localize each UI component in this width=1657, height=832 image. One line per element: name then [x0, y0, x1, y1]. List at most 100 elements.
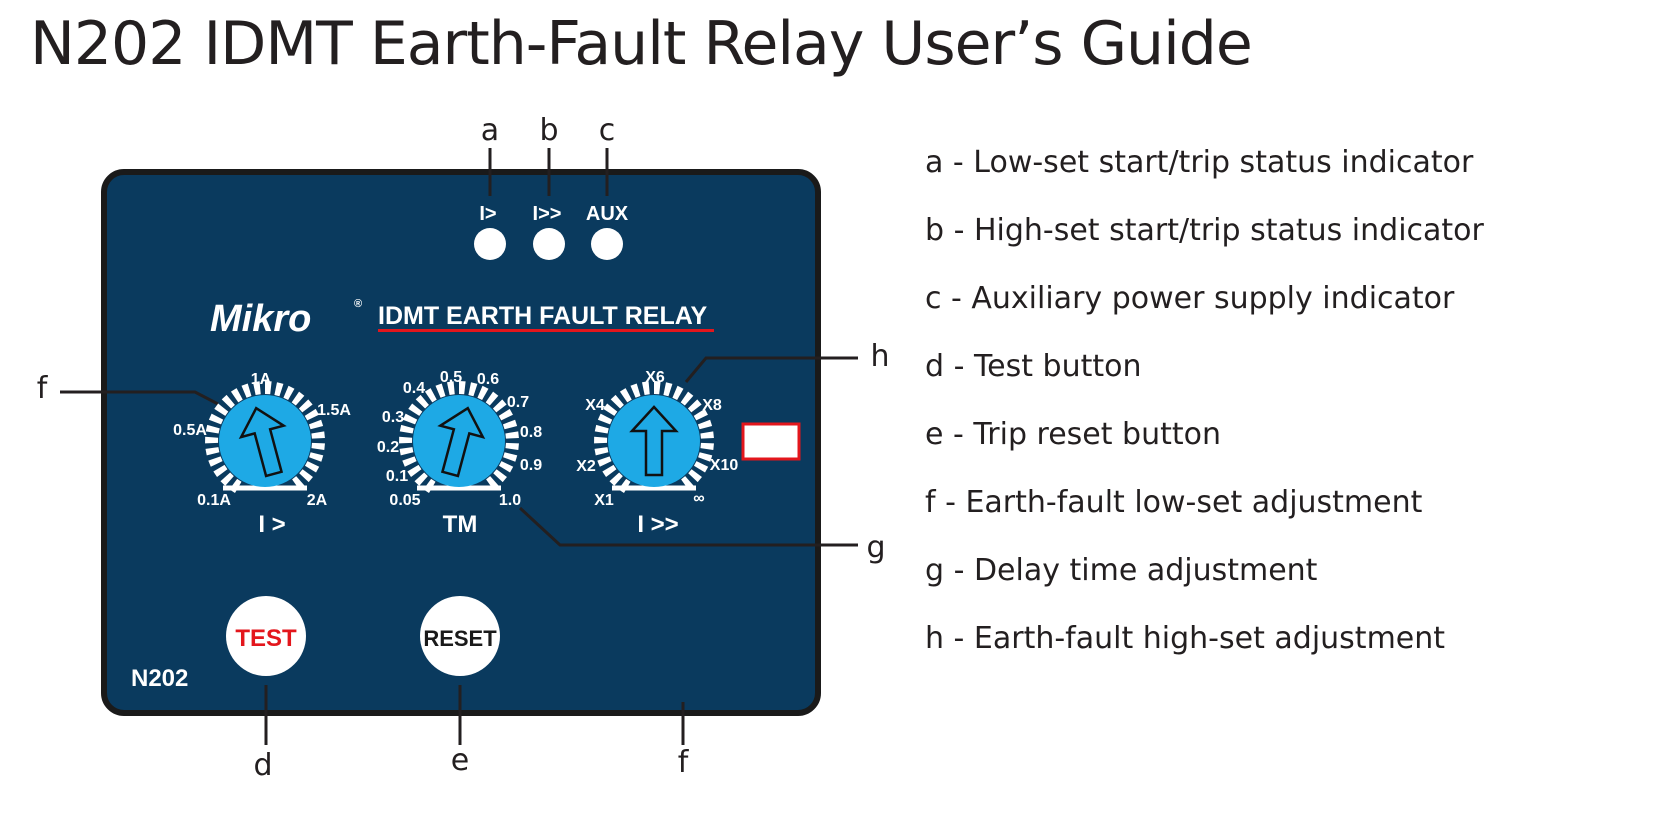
- dial-tick-mark: [208, 413, 224, 425]
- dial-tick-mark: [424, 388, 437, 403]
- dial-tick-mark: [505, 442, 519, 451]
- tm-tick: 0.2: [377, 439, 399, 456]
- dial-tick-mark: [492, 399, 507, 413]
- tm-tick: 0.5: [440, 369, 462, 386]
- dial-tick-mark: [603, 403, 618, 416]
- dial-tick-mark: [241, 383, 252, 398]
- dial-tick-mark: [446, 381, 455, 395]
- dial-tick-mark: [459, 381, 466, 395]
- dial-tick-mark: [213, 464, 228, 478]
- dial-pointer-arrow: [238, 406, 287, 478]
- high-set-tick: X8: [702, 397, 722, 414]
- dial-tick-mark: [308, 419, 324, 430]
- dial-tick-mark: [298, 399, 313, 413]
- dial-tick-mark: [408, 403, 423, 416]
- dial-tick-mark: [311, 442, 325, 451]
- relay-diagram: a b c f h g d e f I> I>> AUX Mikro ® IDM…: [37, 113, 890, 783]
- high-set-tick: ∞: [693, 490, 704, 507]
- high-set-indicator-led: [533, 228, 565, 260]
- legend-item-c: c - Auxiliary power supply indicator: [925, 281, 1455, 316]
- dial-tick-mark: [304, 408, 319, 421]
- dial-tick-mark: [402, 413, 418, 425]
- reset-button[interactable]: RESET: [420, 596, 500, 676]
- test-button-label: TEST: [235, 625, 297, 652]
- tm-tick: 0.8: [520, 424, 542, 441]
- dial-tick-mark: [485, 391, 499, 406]
- dial-pointer-arrow: [437, 406, 486, 478]
- time-multiplier-dial[interactable]: [399, 381, 519, 493]
- dial-tick-mark: [498, 461, 514, 473]
- high-set-dial-label: I >>: [637, 511, 678, 538]
- dial-tick-mark: [415, 394, 429, 409]
- dial-tick-mark: [505, 431, 519, 439]
- dial-tick-mark: [610, 394, 624, 409]
- dial-tick-mark: [630, 383, 641, 398]
- high-set-tick: X6: [645, 369, 665, 386]
- callout-c: c: [599, 113, 616, 148]
- low-set-dial-label: I >: [258, 511, 285, 538]
- callout-f-bottom: f: [678, 745, 690, 780]
- status-window: [741, 422, 801, 461]
- low-set-dial[interactable]: [205, 381, 325, 493]
- high-set-tick: X2: [576, 458, 596, 475]
- tm-tick: 0.6: [477, 371, 499, 388]
- dial-tick-mark: [311, 431, 325, 439]
- dial-tick-mark: [698, 452, 713, 462]
- dial-tick-mark: [688, 469, 702, 483]
- high-set-dial[interactable]: [594, 381, 714, 493]
- dial-tick-mark: [205, 424, 220, 434]
- indicator-label-aux: AUX: [586, 203, 629, 225]
- dial-tick-mark: [230, 388, 243, 403]
- tm-tick: 0.05: [389, 492, 420, 509]
- callout-b: b: [539, 113, 558, 148]
- dial-tick-mark: [265, 381, 272, 395]
- legend-item-h: h - Earth-fault high-set adjustment: [925, 621, 1446, 656]
- svg-text:®: ®: [354, 298, 362, 310]
- dial-tick-mark: [700, 442, 714, 451]
- dial-tick-mark: [693, 408, 708, 421]
- dial-tick-mark: [654, 381, 661, 395]
- page-title: N202 IDMT Earth-Fault Relay User’s Guide: [30, 9, 1253, 79]
- high-set-tick: X10: [710, 457, 739, 474]
- dial-tick-mark: [602, 464, 617, 478]
- dial-tick-mark: [414, 472, 428, 486]
- tm-tick: 0.3: [382, 409, 404, 426]
- dial-tick-mark: [594, 447, 609, 456]
- low-set-tick: 0.1A: [197, 492, 231, 509]
- tm-tick: 0.7: [507, 394, 529, 411]
- low-set-indicator-led: [474, 228, 506, 260]
- dial-tick-mark: [498, 408, 513, 421]
- callout-d: d: [253, 748, 272, 783]
- dial-tick-mark: [214, 403, 229, 416]
- low-set-tick: 1.5A: [317, 402, 351, 419]
- callout-e: e: [451, 743, 469, 778]
- low-set-tick: 2A: [307, 492, 328, 509]
- model-number: N202: [131, 665, 188, 692]
- dial-tick-mark: [468, 382, 478, 397]
- test-button[interactable]: TEST: [226, 596, 306, 676]
- tm-tick: 0.1: [386, 468, 408, 485]
- dial-tick-mark: [502, 419, 518, 430]
- dial-tick-mark: [291, 391, 305, 406]
- dial-tick-mark: [407, 464, 422, 478]
- dial-tick-mark: [687, 399, 702, 413]
- mikro-logo: Mikro ®: [210, 298, 362, 340]
- dial-pointer-arrow: [629, 405, 679, 477]
- callout-g: g: [866, 530, 885, 565]
- high-set-tick: X4: [585, 397, 605, 414]
- dial-tick-mark: [399, 436, 413, 444]
- low-set-tick-labels: 0.1A 0.5A 1A 1.5A 2A: [173, 371, 351, 509]
- legend-item-f: f - Earth-fault low-set adjustment: [925, 485, 1423, 520]
- dial-tick-mark: [402, 456, 417, 467]
- dial-tick-mark: [594, 436, 608, 444]
- dial-tick-mark: [609, 472, 623, 486]
- dial-tick-mark: [594, 424, 609, 434]
- tm-dial-label: TM: [443, 511, 478, 538]
- dial-tick-mark: [477, 385, 489, 401]
- aux-power-indicator-led: [591, 228, 623, 260]
- callout-h: h: [870, 339, 889, 374]
- dial-tick-mark: [399, 447, 414, 456]
- low-set-tick: 1A: [251, 371, 272, 388]
- dial-tick-mark: [274, 382, 284, 397]
- dial-tick-mark: [680, 391, 694, 406]
